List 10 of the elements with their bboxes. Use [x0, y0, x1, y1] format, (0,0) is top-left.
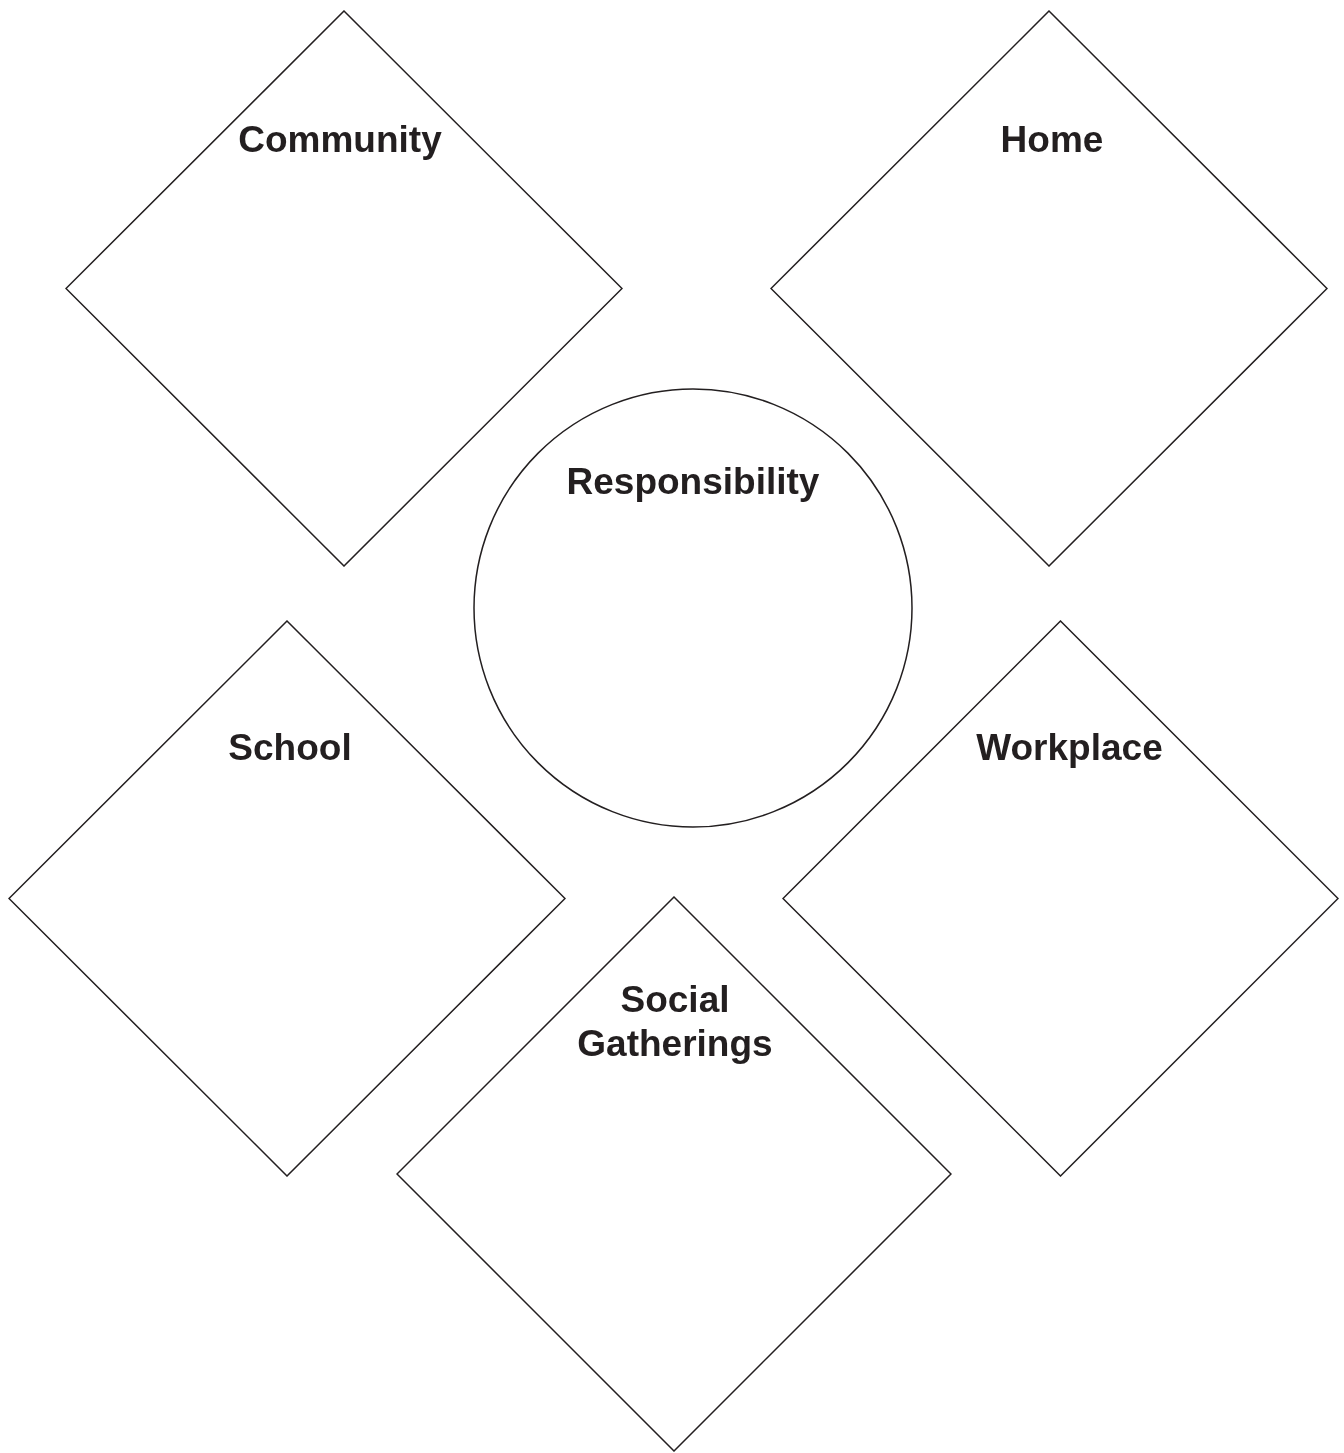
node-label: Responsibility [565, 460, 821, 504]
node-label: Community [237, 118, 443, 162]
circle-node [473, 388, 913, 828]
node-label: School [227, 726, 353, 770]
node-label: Workplace [975, 726, 1164, 770]
diamond-node [396, 896, 952, 1452]
node-label: Social Gatherings [576, 978, 774, 1066]
diamond-node [8, 620, 566, 1177]
node-label: Home [999, 118, 1105, 162]
diamond-node [782, 620, 1339, 1177]
